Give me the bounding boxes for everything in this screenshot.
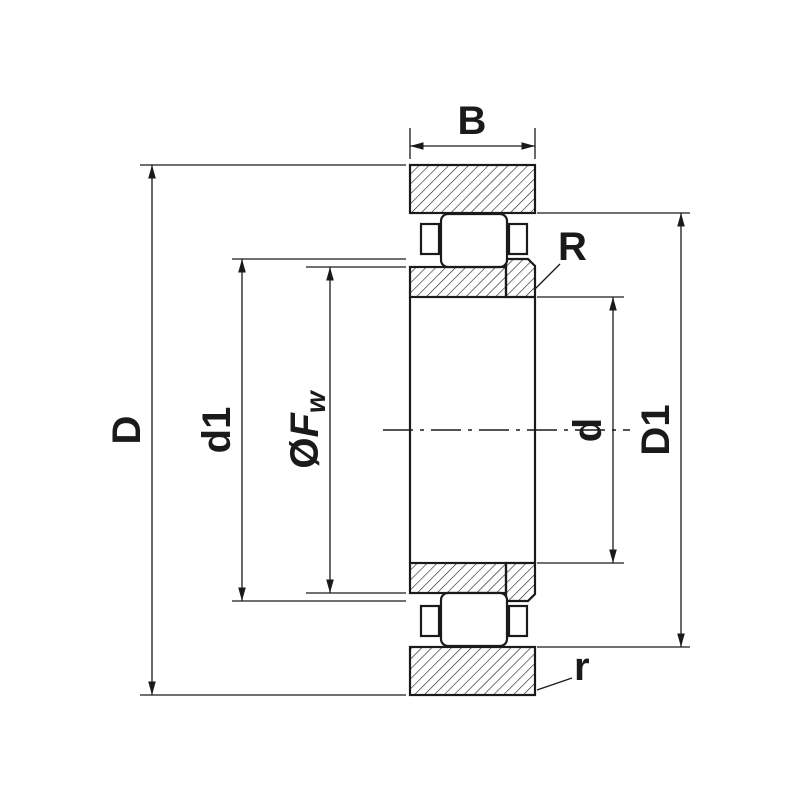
label-Fw-subscript: w: [300, 389, 331, 413]
roller-lower: [439, 591, 509, 648]
callout-R: R: [533, 225, 587, 291]
cage-bar-upper-left: [419, 222, 441, 256]
cage-bar-upper-right: [507, 222, 529, 256]
dim-d1: d1: [195, 258, 406, 602]
label-Fw: ØFw: [283, 389, 331, 469]
label-B: B: [458, 99, 487, 143]
dim-D1: D1: [537, 212, 690, 648]
leader-line: [533, 263, 561, 291]
bearing-section: [408, 163, 537, 697]
label-Fw-letter: F: [283, 412, 327, 438]
label-d: d: [566, 418, 610, 442]
cage-bar-lower-right: [507, 604, 529, 638]
dim-D: D: [105, 164, 406, 696]
inner-ring-upper: [408, 265, 508, 299]
dim-B: B: [409, 99, 536, 159]
roller-upper: [439, 212, 509, 269]
inner-ring-upper-rib: [504, 257, 537, 299]
inner-ring-lower: [408, 561, 508, 595]
label-Fw-prefix: Ø: [283, 438, 327, 469]
label-D1: D1: [634, 404, 678, 455]
label-r: r: [574, 645, 590, 689]
label-d1: d1: [195, 407, 239, 454]
label-D: D: [105, 416, 149, 445]
cage-bar-lower-left: [419, 604, 441, 638]
dim-Fw: ØFw: [283, 266, 406, 594]
callout-r: r: [536, 645, 590, 691]
dim-d: d: [537, 296, 624, 564]
leader-line: [536, 677, 573, 691]
outer-ring-upper: [408, 163, 537, 215]
outer-ring-lower: [408, 645, 537, 697]
inner-ring-lower-rib: [504, 561, 537, 603]
label-R: R: [558, 225, 587, 269]
